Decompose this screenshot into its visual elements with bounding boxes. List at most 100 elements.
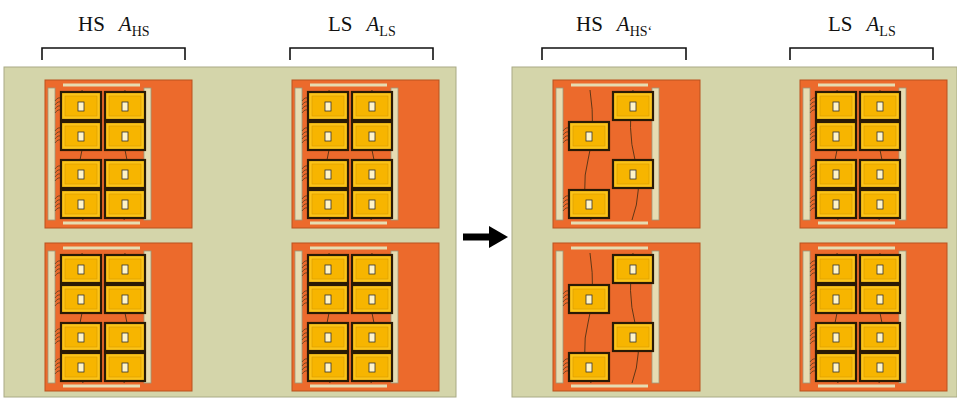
semiconductor-chip	[308, 285, 348, 313]
gate-pad	[833, 132, 839, 141]
busbar	[310, 385, 387, 388]
gate-pad	[78, 132, 84, 141]
gate-pad	[325, 132, 331, 141]
busbar	[310, 84, 387, 87]
semiconductor-chip	[308, 92, 348, 120]
area-subscript: HS	[132, 24, 150, 39]
semiconductor-chip	[105, 122, 145, 150]
semiconductor-chip	[352, 285, 392, 313]
copper-substrate	[553, 80, 700, 228]
semiconductor-chip	[352, 255, 392, 283]
gate-wire	[832, 253, 840, 383]
semiconductor-chip	[860, 353, 900, 381]
gate-pad	[369, 295, 375, 304]
busbar	[63, 247, 140, 250]
area-symbol: A	[119, 12, 132, 36]
chip-metallization	[109, 194, 141, 214]
chip-metallization	[109, 126, 141, 146]
chip-metallization	[864, 164, 896, 184]
chip-metallization	[109, 289, 141, 309]
area-symbol: A	[617, 12, 630, 36]
chip-metallization	[65, 194, 97, 214]
semiconductor-chip	[816, 92, 856, 120]
gate-pad	[122, 333, 128, 342]
chip-metallization	[356, 357, 388, 377]
busbar	[571, 385, 648, 388]
gate-pad	[369, 132, 375, 141]
gate-pad	[369, 333, 375, 342]
gate-pad	[78, 333, 84, 342]
chip-metallization	[617, 327, 649, 347]
chip-metallization	[312, 164, 344, 184]
semiconductor-chip	[308, 255, 348, 283]
semiconductor-chip	[352, 122, 392, 150]
semiconductor-chip	[308, 353, 348, 381]
gate-pad	[78, 170, 84, 179]
gate-pad	[369, 200, 375, 209]
copper-substrate	[45, 243, 192, 391]
gate-pad	[877, 132, 883, 141]
gate-wire	[324, 90, 332, 220]
semiconductor-chip	[352, 160, 392, 188]
gate-pad	[122, 265, 128, 274]
semiconductor-chip	[352, 353, 392, 381]
chip-metallization	[356, 126, 388, 146]
semiconductor-chip	[613, 160, 653, 188]
chip-metallization	[65, 164, 97, 184]
semiconductor-chip	[308, 160, 348, 188]
chip-metallization	[820, 259, 852, 279]
chip-metallization	[864, 259, 896, 279]
gate-pad	[122, 200, 128, 209]
busbar	[63, 222, 140, 225]
semiconductor-chip	[569, 122, 609, 150]
chip-metallization	[65, 327, 97, 347]
chip-metallization	[820, 357, 852, 377]
semiconductor-chip	[569, 353, 609, 381]
chip-metallization	[617, 259, 649, 279]
chip-metallization	[617, 96, 649, 116]
arrow-head	[489, 226, 508, 248]
copper-substrate	[800, 243, 947, 391]
chip-metallization	[356, 194, 388, 214]
gate-pad	[833, 200, 839, 209]
busbar	[818, 84, 895, 87]
busbar	[295, 251, 302, 383]
semiconductor-chip	[61, 255, 101, 283]
semiconductor-chip	[352, 190, 392, 218]
gate-pad	[78, 363, 84, 372]
dcb-substrate	[800, 243, 947, 391]
gate-wire	[77, 90, 85, 220]
gate-pad	[877, 200, 883, 209]
group-bracket	[42, 48, 185, 60]
gate-pad	[78, 102, 84, 111]
gate-pad	[630, 333, 636, 342]
semiconductor-chip	[61, 122, 101, 150]
semiconductor-chip	[352, 92, 392, 120]
gate-pad	[586, 363, 592, 372]
chip-metallization	[864, 357, 896, 377]
area-subscript: HS‘	[630, 24, 653, 39]
chip-metallization	[312, 327, 344, 347]
base-plate	[512, 67, 957, 397]
chip-metallization	[864, 289, 896, 309]
area-subscript: LS	[879, 24, 895, 39]
chip-metallization	[109, 96, 141, 116]
gate-pad	[122, 170, 128, 179]
gate-pad	[586, 295, 592, 304]
semiconductor-chip	[105, 353, 145, 381]
gate-pad	[78, 295, 84, 304]
semiconductor-chip	[860, 122, 900, 150]
group-label: HSAHS‘	[576, 12, 652, 39]
chip-metallization	[820, 194, 852, 214]
group-bracket	[790, 48, 933, 60]
chip-metallization	[617, 164, 649, 184]
chip-metallization	[864, 126, 896, 146]
chip-metallization	[312, 96, 344, 116]
chip-metallization	[573, 289, 605, 309]
busbar	[818, 385, 895, 388]
gate-wire	[324, 253, 332, 383]
semiconductor-chip	[352, 323, 392, 351]
chip-metallization	[820, 96, 852, 116]
chip-metallization	[109, 357, 141, 377]
semiconductor-chip	[61, 353, 101, 381]
